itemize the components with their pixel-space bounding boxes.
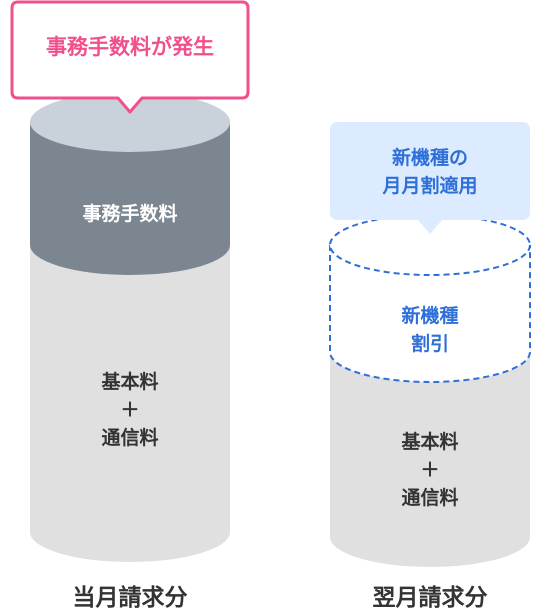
right-cylinder: [329, 214, 531, 567]
left-cylinder: [30, 92, 230, 562]
right-callout-bubble: [330, 122, 530, 234]
right-callout: [330, 122, 530, 234]
left-caption: 当月請求分: [72, 585, 188, 611]
right-base-label: 基本料 ＋ 通信料: [401, 431, 459, 509]
right-base-segment: [330, 352, 530, 567]
left-base-label: 基本料 ＋ 通信料: [101, 371, 159, 449]
right-discount-outline: [329, 245, 531, 383]
left-callout: [10, 0, 250, 114]
right-discount-segment: [330, 245, 530, 382]
left-fee-segment: [30, 122, 230, 275]
right-caption: 翌月請求分: [372, 585, 488, 611]
right-callout-text: 新機種の 月月割適用: [382, 147, 478, 197]
left-callout-text: 事務手数料が発生: [46, 35, 214, 59]
left-callout-bubble: [10, 0, 250, 114]
left-fee-label: 事務手数料: [82, 203, 178, 225]
left-base-segment: [30, 245, 230, 562]
right-discount-top: [329, 214, 531, 276]
right-discount-label: 新機種 割引: [401, 305, 459, 355]
left-top-cap: [30, 92, 230, 152]
